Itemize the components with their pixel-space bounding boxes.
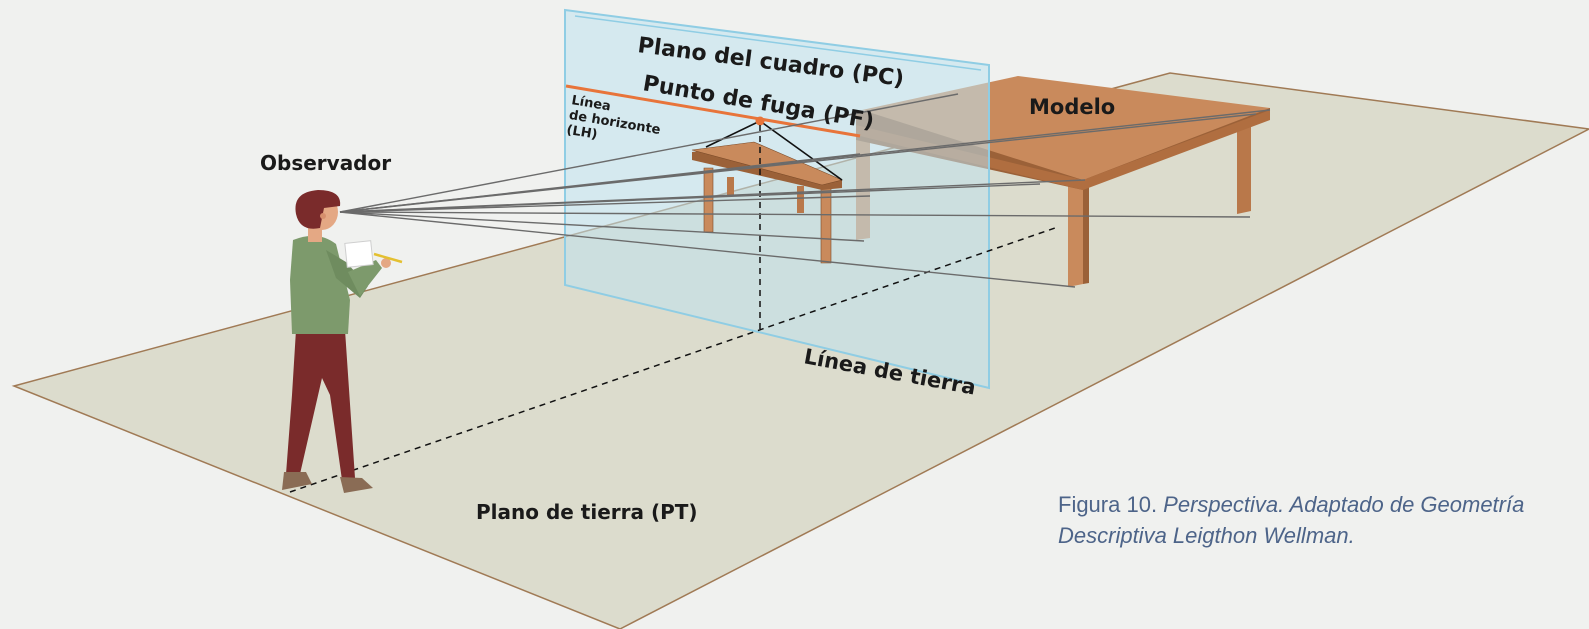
observer-figure xyxy=(282,190,403,493)
observer-label: Observador xyxy=(260,151,391,175)
horizon-line-label-line3: (LH) xyxy=(565,123,598,143)
caption-prefix: Figura 10. xyxy=(1058,492,1164,517)
caption-text: Perspectiva. Adaptado de Geometría Descr… xyxy=(1058,492,1525,548)
visual-rays xyxy=(339,93,1271,288)
figure-caption: Figura 10. Perspectiva. Adaptado de Geom… xyxy=(1058,489,1558,551)
model-label: Modelo xyxy=(1029,95,1115,119)
horizon-line-label-line1: Línea xyxy=(570,93,612,114)
vanishing-lines xyxy=(705,120,843,181)
vanishing-point-marker xyxy=(755,116,765,126)
ground-plane-label: Plano de tierra (PT) xyxy=(476,500,698,524)
horizon-line xyxy=(565,84,861,138)
